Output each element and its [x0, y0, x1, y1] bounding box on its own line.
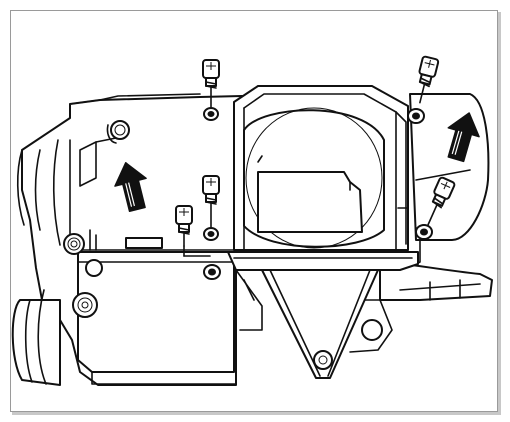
arrow-up-icon [114, 162, 147, 213]
screw-icon [407, 55, 440, 124]
screw-icon [202, 175, 220, 241]
lower-casing [11, 251, 237, 386]
mounting-bosses [63, 120, 163, 318]
arrow-up-icon [447, 112, 480, 163]
box-cover [233, 85, 409, 251]
screw-icon [175, 205, 221, 280]
screw-icon [415, 176, 456, 240]
funnel-bracket [227, 251, 419, 379]
screw-icon [202, 59, 220, 121]
